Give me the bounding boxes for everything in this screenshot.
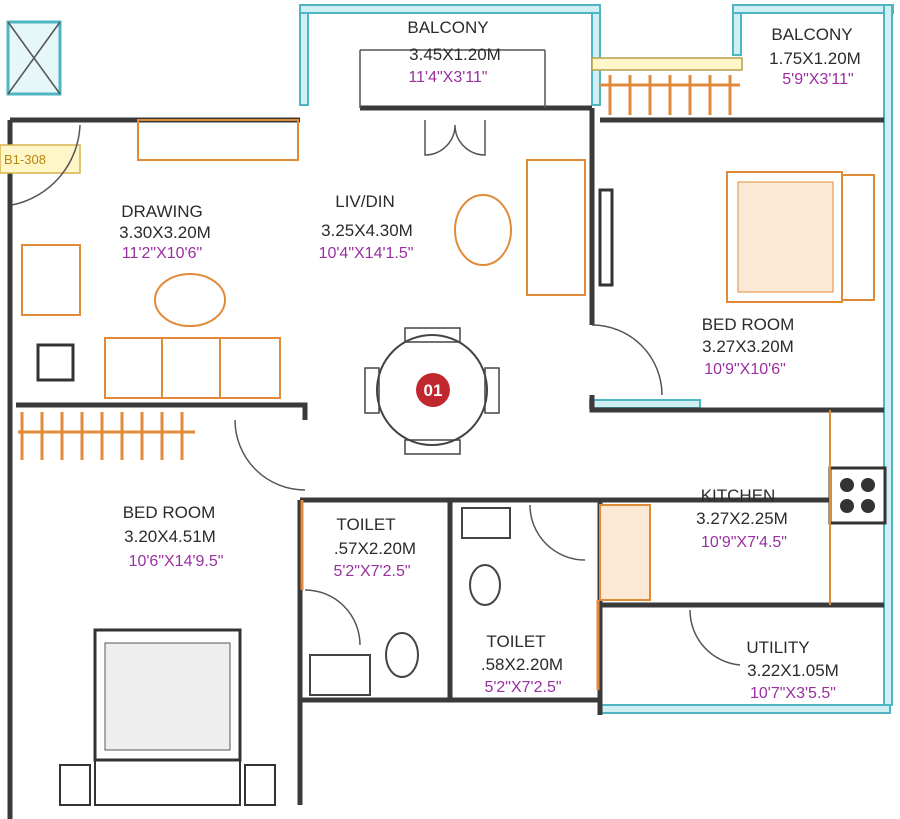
utility-door-swing (689, 609, 741, 666)
room-kitchen: KITCHEN 3.27X2.25M 10'9"X7'4.5" (696, 486, 788, 551)
room-toilet2: TOILET .58X2.20M 5'2"X7'2.5" (481, 632, 563, 696)
side-table (36, 343, 75, 382)
right-facade-glass (883, 4, 893, 706)
room-dim-metric: 3.27X2.25M (696, 509, 788, 528)
balcony1-right-glass (591, 4, 601, 106)
room-dim-metric: 3.45X1.20M (409, 45, 501, 64)
room-drawing: DRAWING 3.30X3.20M 11'2"X10'6" (119, 202, 211, 262)
bedroom2-door-swing (234, 419, 306, 491)
armchair (21, 244, 81, 316)
room-toilet1: TOILET .57X2.20M 5'2"X7'2.5" (333, 515, 416, 580)
room-balcony2: BALCONY 1.75X1.20M 5'9"X3'11" (769, 25, 861, 88)
living-table (454, 194, 512, 266)
dining-chair-bottom (404, 439, 461, 455)
bedroom1-walls (589, 108, 884, 413)
bedroom1-door-swing (591, 324, 663, 396)
room-name: TOILET (336, 515, 395, 534)
room-dim-imperial: 5'9"X3'11" (782, 71, 853, 88)
burner-icon (861, 478, 875, 492)
bed2-nightstand-right (244, 764, 276, 806)
burner-icon (861, 499, 875, 513)
toilet2-wc (469, 564, 501, 606)
bed2-mattress (104, 642, 231, 751)
room-dim-imperial: 10'7"X3'5.5" (750, 685, 836, 702)
bed1-headboard (841, 174, 875, 301)
room-dim-imperial: 10'4"X14'1.5" (319, 245, 414, 262)
room-dim-metric: .58X2.20M (481, 655, 563, 674)
room-name: BALCONY (771, 25, 852, 44)
room-dim-imperial: 10'9"X7'4.5" (701, 534, 787, 551)
room-dim-metric: 3.25X4.30M (321, 221, 413, 240)
room-name: KITCHEN (701, 486, 776, 505)
room-dim-metric: 3.30X3.20M (119, 223, 211, 242)
balcony1-door-frame (359, 49, 546, 108)
room-dim-metric: 1.75X1.20M (769, 49, 861, 68)
room-dim-metric: 3.27X3.20M (702, 337, 794, 356)
room-name: LIV/DIN (335, 192, 395, 211)
room-dim-imperial: 10'6"X14'9.5" (129, 553, 224, 570)
toilet1-door-swing (304, 589, 361, 646)
unit-badge (416, 373, 450, 407)
burner-icon (840, 478, 854, 492)
burner-icon (840, 499, 854, 513)
room-livdin: LIV/DIN 3.25X4.30M 10'4"X14'1.5" (319, 192, 414, 262)
drawing-cabinet (137, 119, 299, 161)
room-dim-metric: 3.20X4.51M (124, 527, 216, 546)
tv-unit (598, 188, 614, 287)
balcony2-planter (591, 57, 743, 71)
dining-chair-right (484, 367, 500, 414)
sofa (104, 337, 281, 399)
balcony1-door-swing (424, 120, 486, 156)
bed2-footboard (94, 759, 241, 806)
dining-chair-top (404, 327, 461, 343)
room-bedroom2: BED ROOM 3.20X4.51M 10'6"X14'9.5" (123, 503, 224, 570)
sofa-cushions (161, 338, 221, 398)
room-balcony1: BALCONY 3.45X1.20M 11'4"X3'11" (407, 18, 500, 86)
room-name: BALCONY (407, 18, 488, 37)
room-dim-metric: .57X2.20M (334, 539, 416, 558)
balcony1-left-glass (299, 4, 309, 106)
room-dim-imperial: 11'2"X10'6" (122, 245, 202, 262)
coffee-table (154, 273, 226, 327)
kitchen-sink-counter (599, 504, 651, 601)
room-name: BED ROOM (702, 315, 795, 334)
room-name: BED ROOM (123, 503, 216, 522)
room-bedroom1: BED ROOM 3.27X3.20M 10'9"X10'6" (702, 315, 795, 378)
room-dim-imperial: 10'9"X10'6" (704, 361, 786, 378)
room-dim-imperial: 5'2"X7'2.5" (484, 679, 561, 696)
bedroom1-window (589, 399, 701, 409)
bed1-mattress (737, 181, 834, 293)
room-name: UTILITY (746, 638, 809, 657)
toilet2-door-swing (529, 504, 586, 561)
balcony2-railing (600, 75, 740, 115)
balcony1-top-glass (299, 4, 601, 14)
cooktop (828, 466, 887, 525)
bedroom2-wardrobe (18, 412, 195, 460)
dining-chair-left (364, 367, 380, 414)
room-dim-imperial: 11'4"X3'11" (408, 69, 487, 86)
room-dim-metric: 3.22X1.05M (747, 661, 839, 680)
living-sofa (526, 159, 586, 296)
duct-shaft-cross (7, 21, 61, 95)
toilet1-wc (385, 632, 419, 678)
balcony2-top-glass (732, 4, 894, 14)
room-dim-imperial: 5'2"X7'2.5" (333, 563, 410, 580)
toilet2-basin (461, 507, 511, 539)
unit-tag: B1-308 (4, 152, 46, 167)
bed2-nightstand-left (59, 764, 91, 806)
room-utility: UTILITY 3.22X1.05M 10'7"X3'5.5" (746, 638, 838, 702)
room-name: TOILET (486, 632, 545, 651)
utility-window (599, 704, 891, 714)
entry-door-swing (11, 124, 81, 206)
toilet1-basin (309, 654, 371, 696)
room-name: DRAWING (121, 202, 203, 221)
unit-number: 01 (424, 381, 443, 400)
